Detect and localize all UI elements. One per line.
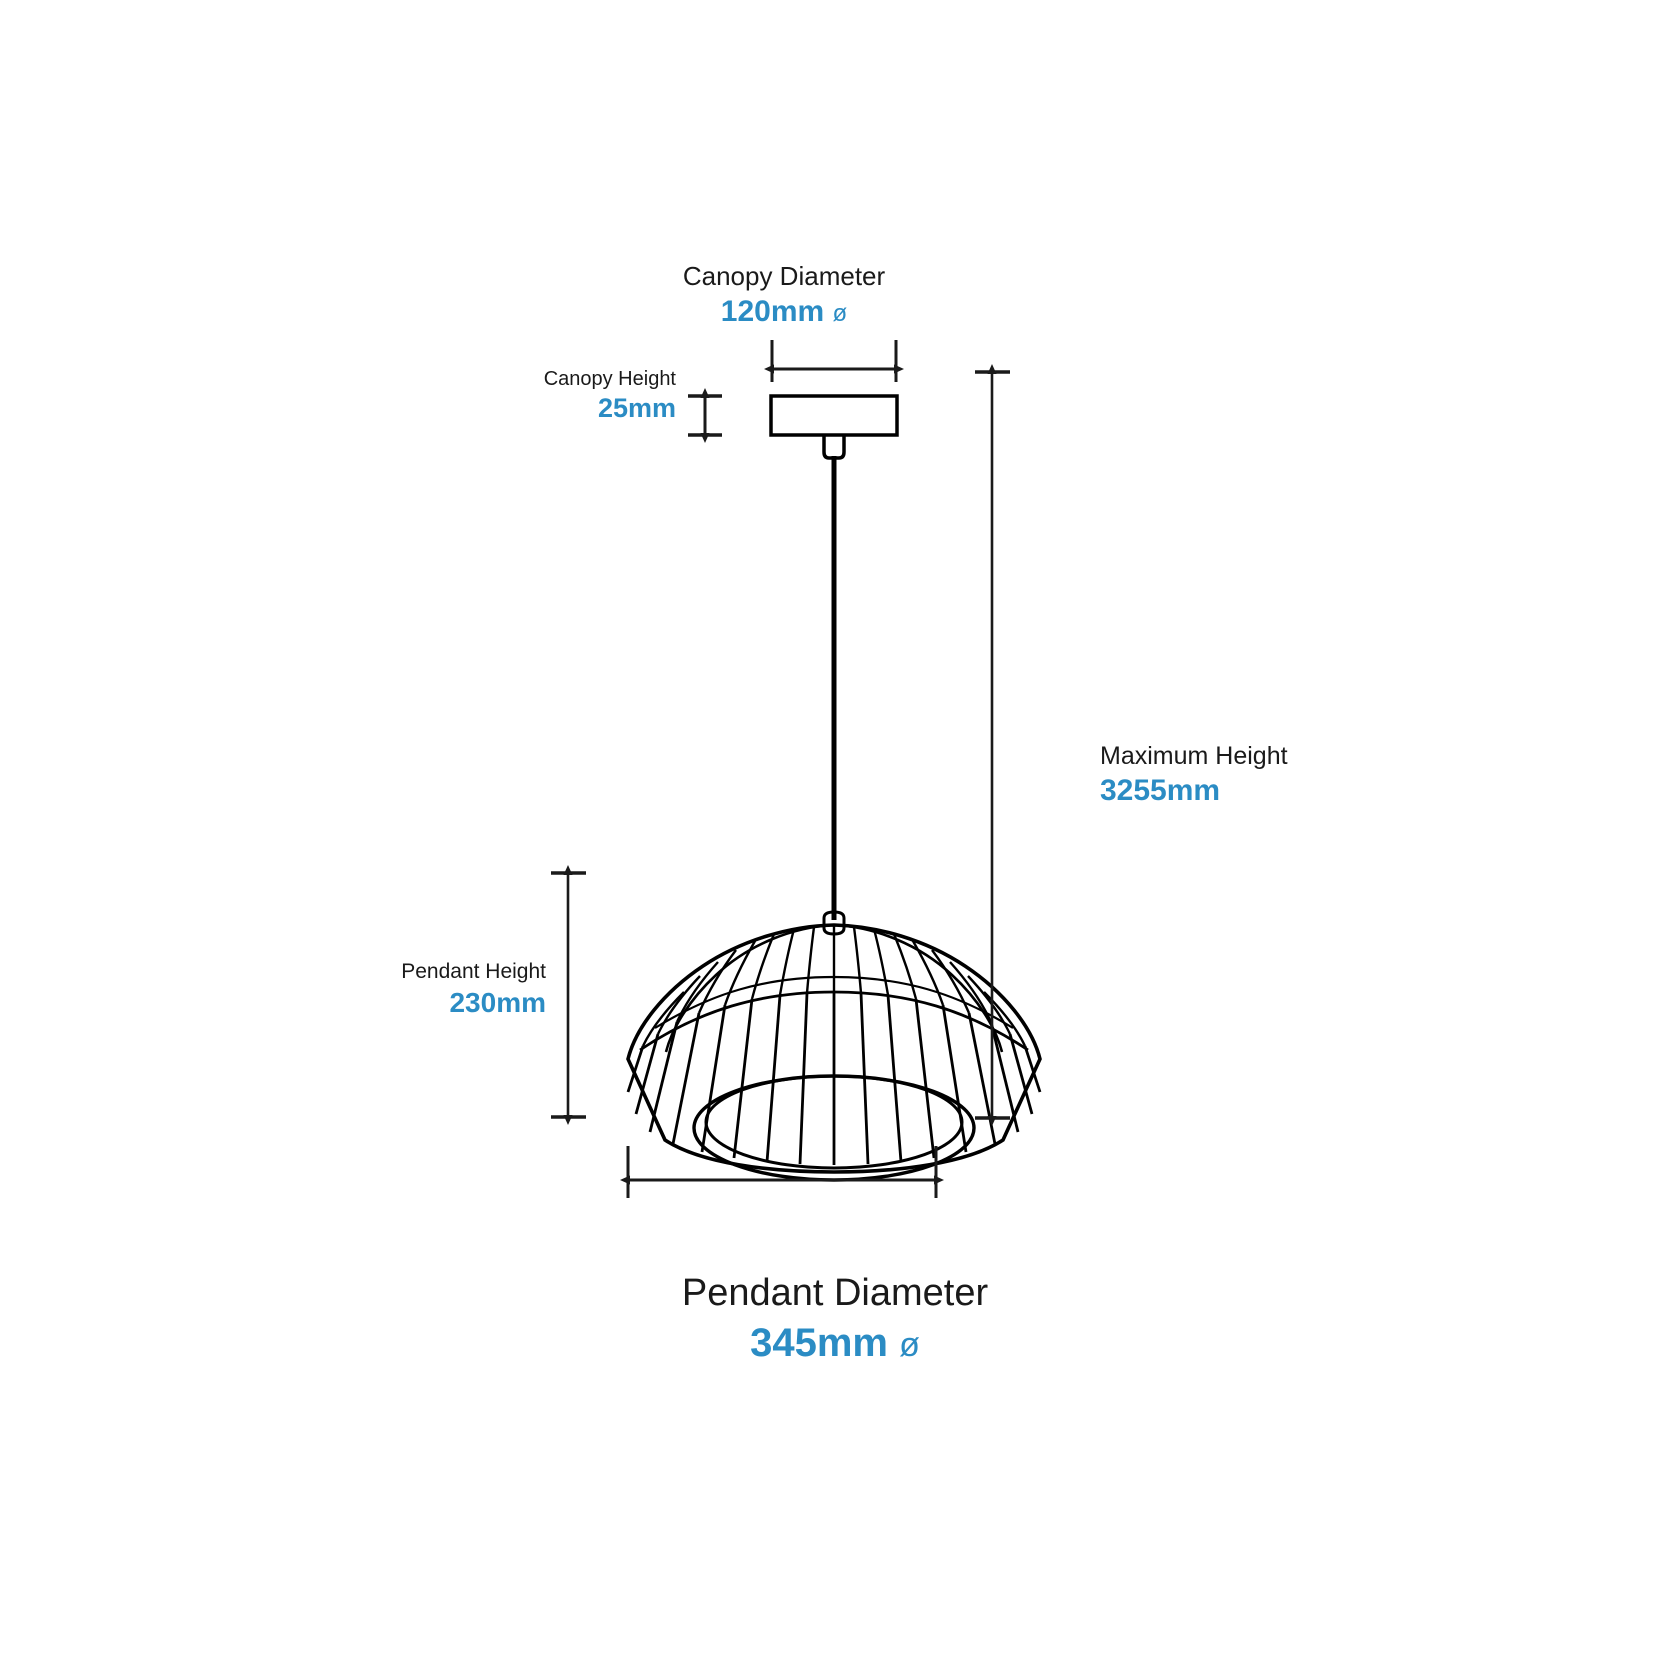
pendant-diameter-title: Pendant Diameter: [681, 1272, 989, 1314]
canopy-plate: [769, 394, 899, 460]
canopy-diameter-title: Canopy Diameter: [682, 261, 886, 291]
maximum-height-value: 3255mm: [1100, 774, 1221, 807]
pendant-height-title: Pendant Height: [401, 960, 546, 983]
pendant-diameter-value: 345mm ø: [600, 1321, 1070, 1366]
diameter-symbol-icon-bottom: ø: [899, 1325, 920, 1364]
canopy-diameter-number: 120mm: [720, 295, 825, 329]
canopy-height-value: 25mm: [597, 393, 676, 424]
canopy-height-dimension: [688, 388, 722, 443]
canopy-diameter-value: 120mm ø: [648, 295, 920, 329]
pendant-diameter-dimension: [620, 1146, 944, 1198]
maximum-height-label: Maximum Height 3255mm: [1100, 742, 1430, 808]
canopy-height-label: Canopy Height 25mm: [440, 368, 676, 424]
pendant-shade: [626, 910, 1042, 1182]
pendant-height-value: 230mm: [449, 986, 546, 1018]
dimension-lines: [551, 340, 1010, 1198]
pendant-diameter-number: 345mm: [750, 1320, 888, 1365]
pendant-height-label: Pendant Height 230mm: [330, 960, 546, 1018]
canopy-height-title: Canopy Height: [543, 368, 676, 390]
pendant-height-dimension: [551, 865, 586, 1125]
canopy-diameter-dimension: [764, 340, 904, 382]
diameter-symbol-icon: ø: [832, 300, 848, 328]
product-drawing: [626, 394, 1042, 1182]
maximum-height-title: Maximum Height: [1100, 742, 1288, 770]
maximum-height-dimension: [975, 364, 1010, 1126]
canopy-diameter-label: Canopy Diameter 120mm ø: [648, 261, 920, 329]
pendant-diameter-label: Pendant Diameter 345mm ø: [600, 1272, 1070, 1365]
